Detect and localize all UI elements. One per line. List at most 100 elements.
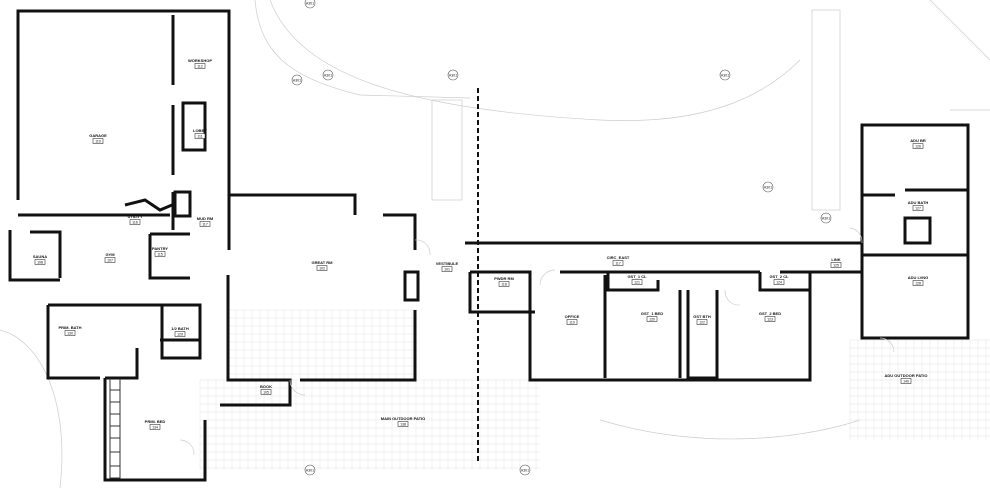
room-number-tag xyxy=(912,280,924,286)
room-number-tag xyxy=(104,257,116,263)
room-name: WORKSHOP xyxy=(188,58,212,63)
marker-circle xyxy=(719,69,731,81)
room-number: 134 xyxy=(152,426,158,430)
section-marker: A301 xyxy=(762,181,774,193)
room-number-tag xyxy=(34,259,46,265)
room-label: LINK 125 xyxy=(830,257,842,268)
room-number-tag xyxy=(64,330,76,336)
room-name: GST_1 CL xyxy=(627,274,647,279)
section-marker: A301 xyxy=(304,464,316,476)
section-marker: A301 xyxy=(719,69,731,81)
marker-circle xyxy=(304,0,316,9)
room-number-tag xyxy=(764,316,776,322)
marker-circle xyxy=(304,464,316,476)
room-name: GST_2 BED xyxy=(759,311,781,316)
marker-circle xyxy=(447,69,459,81)
room-number-tag xyxy=(174,331,186,337)
room-number: 130 xyxy=(67,332,73,336)
room-number: 111 xyxy=(197,135,202,139)
room-number: 126 xyxy=(915,145,921,149)
room-number-tag xyxy=(696,319,708,325)
walls xyxy=(8,9,970,482)
room-number: 102 xyxy=(319,267,325,271)
room-name: VESTIBULE xyxy=(436,261,459,266)
room-name: GST BTH xyxy=(693,314,711,319)
room-number-tag xyxy=(129,219,141,225)
room-number-tag xyxy=(830,262,842,268)
section-marker: A301 xyxy=(820,212,832,224)
room-name: PANTRY xyxy=(152,246,168,251)
room-label: GST_2 BED 123 xyxy=(759,311,781,322)
room-number: 125 xyxy=(833,264,839,268)
room-number-tag xyxy=(154,251,166,257)
closet-shelving xyxy=(109,378,121,479)
room-number: 119 xyxy=(569,321,575,325)
room-number: 129 xyxy=(177,333,183,337)
room-label: PANTRY 115 xyxy=(152,246,168,257)
room-name: PRIM. BATH xyxy=(58,325,81,330)
marker-label: A301 xyxy=(293,79,301,83)
room-label: BOOK 105 xyxy=(260,384,272,395)
marker-label: A301 xyxy=(764,186,772,190)
room-number: 123 xyxy=(767,318,773,322)
room-number-tag xyxy=(194,133,206,139)
room-number-tag xyxy=(912,205,924,211)
marker-circle xyxy=(519,464,531,476)
room-number-tag xyxy=(397,421,409,427)
section-marker: A301 xyxy=(519,464,531,476)
room-number-tag xyxy=(900,378,912,384)
room-number: 127 xyxy=(915,207,921,211)
room-number-tag xyxy=(498,281,510,287)
section-marker: A301 xyxy=(447,69,459,81)
section-marker: A301 xyxy=(291,74,303,86)
patio-paving xyxy=(199,309,990,470)
room-number-tag xyxy=(773,279,785,285)
marker-label: A301 xyxy=(822,217,830,221)
marker-circle xyxy=(762,181,774,193)
room-number-tag xyxy=(612,260,624,266)
room-number: 115 xyxy=(157,253,163,257)
room-label: GREAT RM 102 xyxy=(311,260,333,271)
room-number: 120 xyxy=(649,318,655,322)
room-name: GREAT RM xyxy=(311,260,333,265)
room-number: 121 xyxy=(634,281,640,285)
room-label: PRIM. BATH 130 xyxy=(58,325,82,336)
door-swings xyxy=(179,227,895,456)
room-name: LINK xyxy=(831,257,840,262)
room-number-tag xyxy=(199,221,211,227)
room-number-tag xyxy=(316,265,328,271)
room-labels: GARAGE110WORKSHOP112LOBBY111UTILITY116MU… xyxy=(33,58,928,430)
room-name: BOOK xyxy=(260,384,272,389)
room-number: 107 xyxy=(107,259,113,263)
room-name: PRIM. BED xyxy=(145,419,166,424)
room-number: 117 xyxy=(202,223,208,227)
room-number: 140 xyxy=(903,380,909,384)
room-name: SAUNA xyxy=(33,254,47,259)
room-label: GST_1 CL 121 xyxy=(627,274,647,285)
room-number-tag xyxy=(260,389,272,395)
room-number-tag xyxy=(441,266,453,272)
room-number: 138 xyxy=(400,423,406,427)
room-name: ADU OUTDOOR PATIO xyxy=(885,373,928,378)
room-label: PRIM. BED 134 xyxy=(145,419,166,430)
room-name: CIRC_EAST xyxy=(607,255,630,260)
room-number: 105 xyxy=(263,391,269,395)
room-name: PWDR RM xyxy=(494,276,514,281)
room-number-tag xyxy=(631,279,643,285)
marker-circle xyxy=(322,69,334,81)
room-name: GARAGE xyxy=(89,133,107,138)
